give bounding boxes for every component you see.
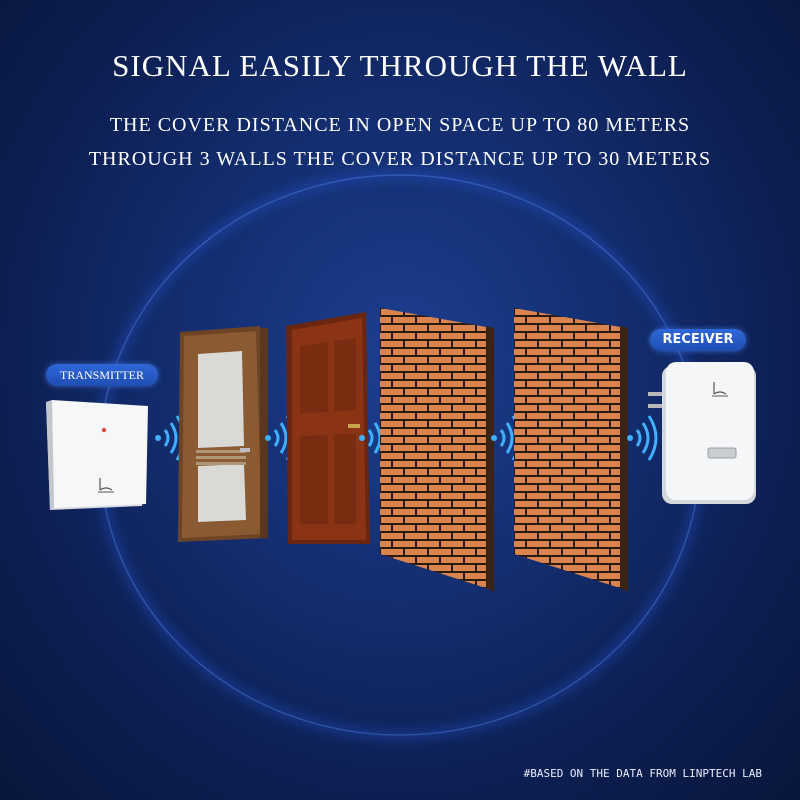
transmitter-device bbox=[46, 400, 148, 510]
brick-wall bbox=[380, 308, 494, 592]
pairing-button bbox=[707, 447, 737, 459]
transmitter-label: TRANSMITTER bbox=[46, 364, 158, 386]
open-space-distance-text: THE COVER DISTANCE IN OPEN SPACE UP TO 8… bbox=[109, 114, 691, 136]
signal-wave-icon bbox=[627, 415, 658, 461]
chime-receiver-icon bbox=[712, 382, 728, 397]
panel-door bbox=[286, 312, 370, 544]
page-title: SIGNAL EASILY THROUGH THE WALL bbox=[112, 48, 688, 83]
receiver-label: RECEIVER bbox=[650, 329, 746, 351]
glass-door bbox=[178, 326, 268, 542]
led-indicator-icon bbox=[101, 427, 107, 433]
receiver-device bbox=[648, 362, 756, 504]
wireless-button-icon bbox=[98, 478, 114, 493]
through-walls-distance-text: THROUGH 3 WALLS THE COVER DISTANCE UP TO… bbox=[88, 148, 712, 170]
data-source-footnote: #BASED ON THE DATA FROM LINPTECH LAB bbox=[523, 767, 762, 780]
brick-wall bbox=[514, 308, 628, 592]
